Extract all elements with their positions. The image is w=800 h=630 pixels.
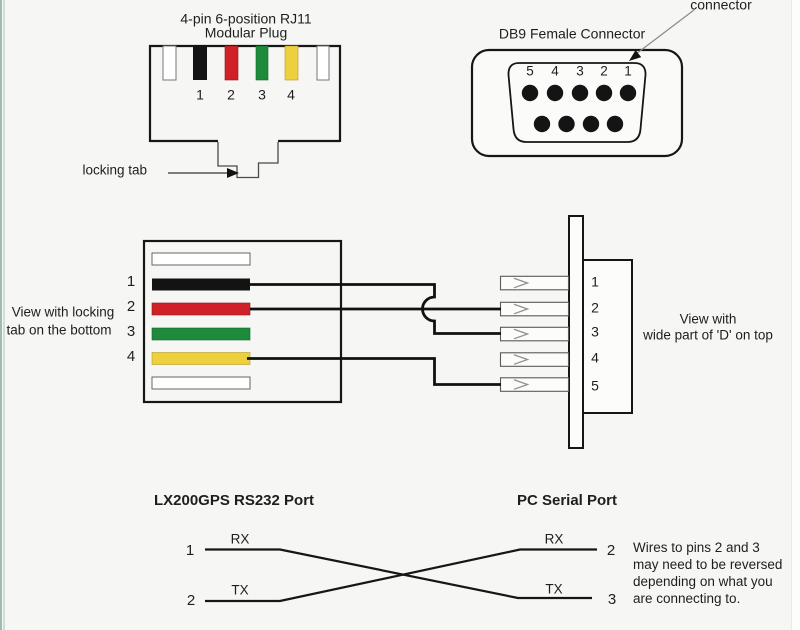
plug-pin-slot-unused-right bbox=[316, 45, 330, 81]
receptacle-pin1 bbox=[499, 275, 570, 291]
bar-black bbox=[152, 278, 250, 291]
bar-green bbox=[151, 327, 251, 341]
left-border-stripe-inner bbox=[3, 0, 5, 630]
plug-pin-number-3: 3 bbox=[258, 86, 266, 103]
crossover-line-lx1-to-pc3 bbox=[205, 548, 592, 600]
side-pin-number-1: 1 bbox=[126, 272, 136, 290]
db9-hole-3 bbox=[571, 84, 589, 102]
left-view-caption-line1: View with locking bbox=[11, 304, 115, 320]
side-pin-number-3: 3 bbox=[126, 322, 136, 340]
locking-tab-label: locking tab bbox=[82, 162, 147, 178]
reversal-note-line4: are connecting to. bbox=[633, 591, 741, 606]
plug-pin-slot-unused-left bbox=[162, 45, 177, 81]
bar-yellow bbox=[151, 352, 251, 365]
pc-pin-2-signal: RX bbox=[544, 531, 564, 547]
connector-callout-line bbox=[635, 9, 695, 55]
db9-rear-pin-2: 2 bbox=[591, 299, 599, 316]
plug-pin-slot-black bbox=[193, 46, 207, 80]
db9-hole-9 bbox=[533, 115, 551, 133]
receptacle-pin3 bbox=[499, 326, 570, 342]
rj11-side-body-outline bbox=[142, 239, 343, 404]
plug-pin-number-4: 4 bbox=[287, 86, 295, 103]
plug-pin-number-2: 2 bbox=[227, 86, 235, 103]
crossover-diagram bbox=[205, 548, 597, 603]
pc-pin-3-signal: TX bbox=[545, 581, 563, 597]
db9-pin-label-1: 1 bbox=[624, 63, 632, 79]
left-border-stripe-outer bbox=[0, 0, 2, 630]
db9-hole-5 bbox=[521, 84, 539, 102]
right-view-caption-line2: wide part of 'D' on top bbox=[643, 327, 773, 343]
wiring-section bbox=[142, 215, 633, 449]
receptacle-pin2 bbox=[499, 301, 570, 317]
db9-rear-pin-1: 1 bbox=[591, 273, 599, 290]
plug-pin-slot-red bbox=[224, 45, 239, 81]
db9-rear-pin-4: 4 bbox=[591, 349, 599, 366]
db9-hole-2 bbox=[595, 84, 613, 102]
db9-hole-6 bbox=[606, 115, 624, 133]
lx-pin-1-number: 1 bbox=[185, 541, 195, 559]
connector-callout-label: connector bbox=[690, 0, 752, 13]
reversal-note-line2: may need to be reversed bbox=[633, 557, 783, 572]
left-view-caption-line2: tab on the bottom bbox=[6, 322, 112, 338]
rj11-plug-body-outline bbox=[148, 44, 342, 142]
db9-rear-body bbox=[582, 259, 633, 414]
db9-hole-8 bbox=[558, 115, 575, 133]
db9-front-view bbox=[470, 9, 695, 158]
db9-pin-holes-bottom-row bbox=[533, 115, 624, 133]
lx-pin-1-signal: RX bbox=[230, 531, 250, 547]
right-view-caption-line1: View with bbox=[679, 311, 737, 327]
lx-pin-2-number: 2 bbox=[186, 591, 196, 609]
receptacle-pin4 bbox=[499, 352, 570, 367]
receptacle-pin5 bbox=[499, 377, 570, 392]
plug-pin-slot-yellow bbox=[284, 45, 299, 81]
db9-pin-label-3: 3 bbox=[576, 63, 584, 79]
reversal-note: Wires to pins 2 and 3 may need to be rev… bbox=[633, 539, 782, 607]
db9-rear-pin-3: 3 bbox=[591, 323, 599, 340]
rj11-title-line1: 4-pin 6-position RJ11 bbox=[180, 10, 312, 27]
plug-pin-slot-green bbox=[255, 45, 269, 81]
connector-callout-arrow-head bbox=[629, 50, 642, 61]
plug-pin-number-1: 1 bbox=[196, 86, 204, 103]
right-border-strip bbox=[791, 0, 800, 630]
pc-pin-2-number: 2 bbox=[606, 541, 616, 559]
bar-unused-top bbox=[151, 252, 251, 266]
bar-red bbox=[151, 302, 251, 316]
db9-pin-label-2: 2 bbox=[600, 63, 608, 79]
side-pin-number-4: 4 bbox=[126, 347, 136, 365]
side-pin-number-2: 2 bbox=[126, 297, 136, 315]
bar-unused-bottom bbox=[151, 376, 251, 390]
db9-hole-1 bbox=[619, 84, 637, 102]
db9-pin-holes-top-row bbox=[521, 84, 637, 102]
db9-face-plate bbox=[568, 215, 584, 449]
locking-tab-arrow-head bbox=[227, 168, 239, 178]
pc-pin-3-number: 3 bbox=[607, 590, 617, 608]
db9-receptacles bbox=[499, 275, 570, 392]
reversal-note-line3: depending on what you bbox=[633, 574, 773, 589]
lx200-port-heading: LX200GPS RS232 Port bbox=[153, 491, 315, 509]
rj11-title-line2: Modular Plug bbox=[204, 24, 288, 41]
rj11-plug-front-view bbox=[148, 44, 342, 179]
lx-pin-2-signal: TX bbox=[231, 582, 249, 598]
wire-yellow-pin4-to-db9-5 bbox=[247, 357, 501, 386]
crossover-line-lx2-to-pc2 bbox=[205, 548, 597, 603]
db9-rear-pin-5: 5 bbox=[591, 377, 599, 394]
db9-pin-label-4: 4 bbox=[551, 63, 559, 79]
db9-pin-label-5: 5 bbox=[526, 63, 534, 79]
pc-port-heading: PC Serial Port bbox=[516, 491, 618, 509]
db9-hole-7 bbox=[582, 115, 600, 133]
db9-title: DB9 Female Connector bbox=[498, 25, 646, 42]
db9-hole-4 bbox=[546, 84, 564, 102]
rj11-locking-tab-outline bbox=[217, 142, 279, 179]
reversal-note-line1: Wires to pins 2 and 3 bbox=[633, 540, 760, 555]
